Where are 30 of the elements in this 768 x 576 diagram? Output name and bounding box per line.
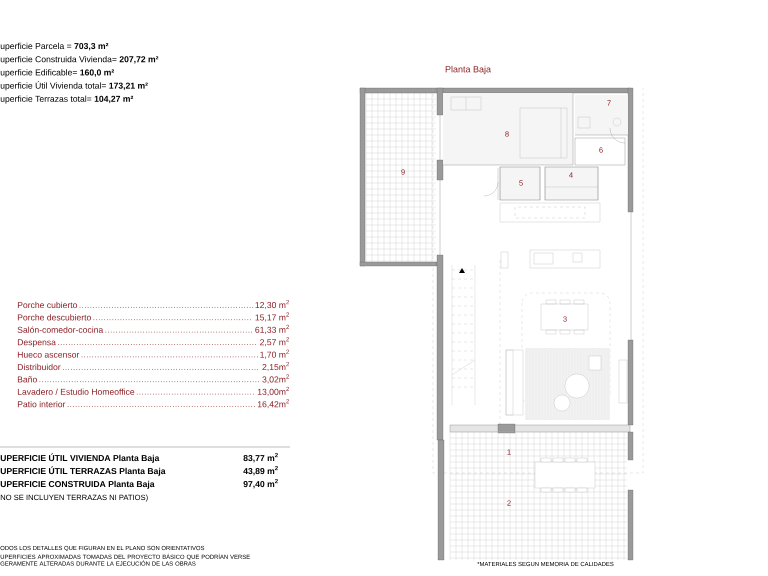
room-area: 13,00m$^{2}$ xyxy=(258,386,289,396)
room-name: Lavadero / Estudio Homeoffice xyxy=(18,388,134,395)
room-area: 2,57 m$^{2}$ xyxy=(260,337,289,346)
total-name: UPERFICIE ÚTIL TERRAZAS Planta Baja xyxy=(0,466,166,476)
total-area: 43,89 m$^{2}$ xyxy=(243,466,278,476)
area-line: uperficie Edificable= 160,0 m² xyxy=(0,69,114,78)
area-line: uperficie Terrazas total= 104,27 m² xyxy=(0,96,134,104)
area-line: uperficie Construida Vivienda= 207,72 m² xyxy=(0,56,158,64)
room-area: 15,17 m$^{2}$ xyxy=(256,312,289,322)
total-area: 97,40 m$^{2}$ xyxy=(244,478,278,488)
total-name: UPERFICIE ÚTIL VIVIENDA Planta Baja xyxy=(0,453,160,463)
room-name: Hueco ascensor xyxy=(18,352,80,358)
room-area: 1,70 m$^{2}$ xyxy=(260,350,289,359)
room-name: Salón-comedor-cocina xyxy=(18,326,104,333)
total-area: 83,77 m$^{2}$ xyxy=(243,452,278,462)
room-area: 12,30 m$^{2}$ xyxy=(256,300,289,310)
room-name: Porche descubierto xyxy=(18,314,91,320)
room-name: Patio interior xyxy=(18,400,66,408)
total-name: UPERFICIE CONSTRUIDA Planta Baja xyxy=(0,480,155,489)
room-name: Baño xyxy=(18,376,37,382)
area-line: uperficie Útil Vivienda total= 173,21 m² xyxy=(0,81,148,90)
plan-title: Planta Baja xyxy=(446,66,491,74)
room-name: Distribuidor xyxy=(18,364,61,370)
room-area: 16,42m$^{2}$ xyxy=(258,399,289,408)
room-name: Porche cubierto xyxy=(18,302,78,308)
room-name: Despensa xyxy=(18,339,56,347)
area-line: uperficie Parcela = 703,3 m² xyxy=(0,42,108,51)
room-area: 61,33 m$^{2}$ xyxy=(255,324,289,334)
room-area: 2,15m$^{2}$ xyxy=(262,362,289,372)
room-area: 3,02m$^{2}$ xyxy=(262,374,289,384)
